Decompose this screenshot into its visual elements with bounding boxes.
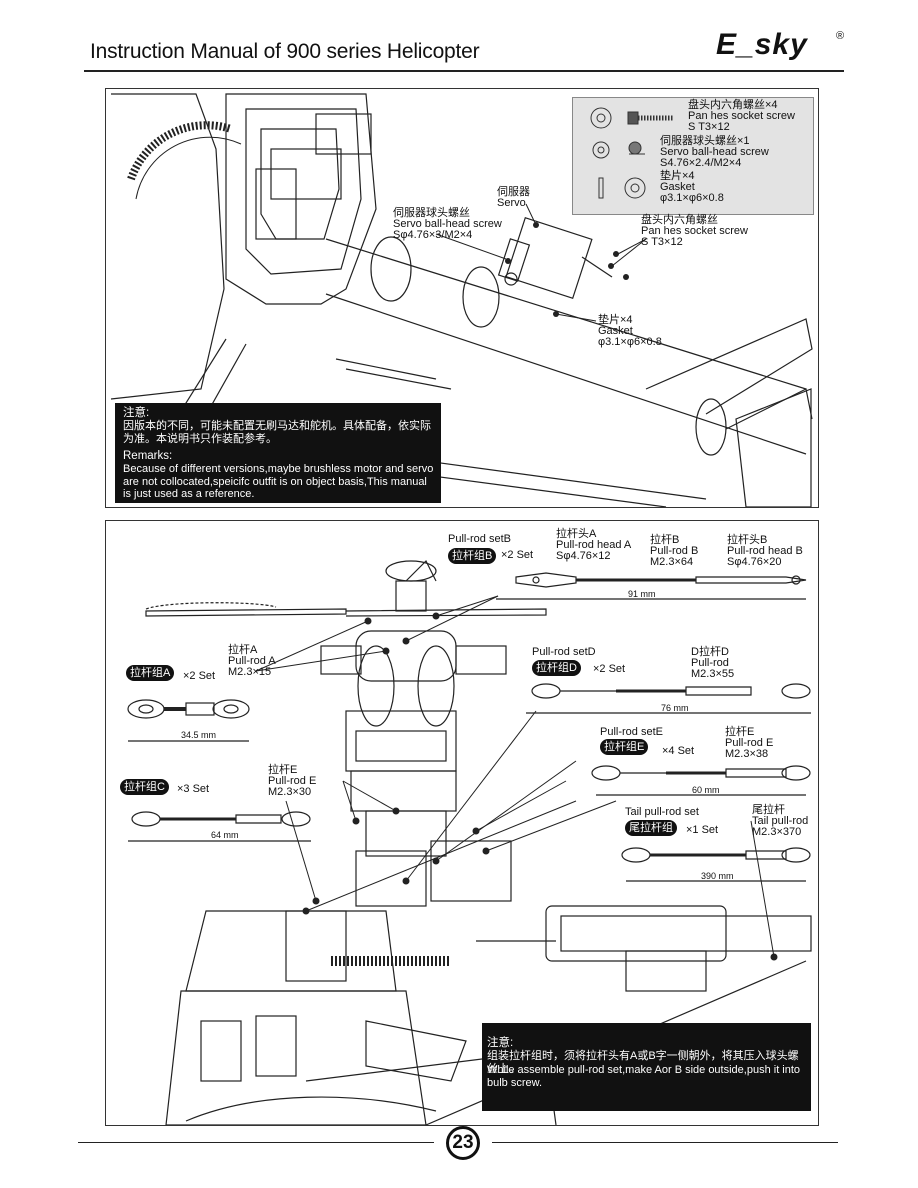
setd-title: Pull-rod setD: [532, 646, 596, 658]
remarks-body-cn: 因版本的不同，可能未配置无刷马达和舵机。具体配备，依实际为准。本说明书只作装配参…: [123, 420, 431, 445]
seta-pill: 拉杆组A: [126, 665, 175, 681]
legend-gasket-en: Gasket: [660, 181, 695, 193]
seta-rod-en: Pull-rod A: [228, 655, 276, 667]
setb-heada-cn: 拉杆头A: [556, 528, 597, 540]
tail-rod-size: M2.3×370: [752, 826, 802, 838]
manual-title: Instruction Manual of 900 series Helicop…: [90, 40, 480, 63]
assembly-note: 注意: 组装拉杆组时，须将拉杆头有A或B字一侧朝外，将其压入球头螺丝上。 Whi…: [482, 1023, 811, 1111]
setb-headb-cn: 拉杆头B: [727, 534, 768, 546]
callout-pan-en: Pan hes socket screw: [641, 225, 748, 237]
pull-rod-panel: Pull-rod setB 拉杆组B ×2 Set 拉杆头A Pull-rod …: [105, 520, 819, 1126]
setb-headb-en: Pull-rod head B: [727, 545, 803, 557]
legend-ballscrew-size: S4.76×2.4/M2×4: [660, 157, 742, 169]
callout-gasket-cn: 垫片×4: [598, 314, 633, 326]
setc-rod-size: M2.3×30: [268, 786, 312, 798]
footer-rule-right: [492, 1142, 838, 1143]
assembly-note-cn: 组装拉杆组时，须将拉杆头有A或B字一侧朝外，将其压入球头螺丝上。: [487, 1050, 799, 1075]
setb-heada-en: Pull-rod head A: [556, 539, 632, 551]
callout-ballscrew-en: Servo ball-head screw: [393, 218, 502, 230]
setb-rod-size: M2.3×64: [650, 556, 694, 568]
setb-rod-cn: 拉杆B: [650, 534, 680, 546]
tail-title: Tail pull-rod set: [625, 806, 699, 818]
tail-qty: ×1 Set: [686, 824, 719, 836]
setb-title: Pull-rod setB: [448, 533, 511, 545]
page-number: 23: [446, 1126, 480, 1160]
sete-rod-en: Pull-rod E: [725, 737, 774, 749]
setc-pill: 拉杆组C: [120, 779, 169, 795]
trademark-mark: ®: [836, 30, 845, 42]
callout-pan-size: S T3×12: [641, 236, 683, 248]
callout-pan-cn: 盘头内六角螺丝: [641, 214, 718, 226]
setb-heada-size: Sφ4.76×12: [556, 550, 611, 562]
tail-rod-cn: 尾拉杆: [752, 804, 785, 816]
tail-rod-en: Tail pull-rod: [752, 815, 809, 827]
setc-qty: ×3 Set: [177, 783, 210, 795]
seta-qty: ×2 Set: [183, 670, 216, 682]
tail-length: 390 mm: [701, 871, 734, 881]
remarks-note: 注意: 因版本的不同，可能未配置无刷马达和舵机。具体配备，依实际为准。本说明书只…: [115, 403, 441, 503]
legend-pan-size: S T3×12: [688, 121, 730, 133]
legend-ballscrew-en: Servo ball-head screw: [660, 146, 769, 158]
header-rule: [84, 70, 844, 72]
setd-rod-size: M2.3×55: [691, 668, 735, 680]
sete-rod-cn: 拉杆E: [725, 726, 755, 738]
setd-rod-en: Pull-rod: [691, 657, 729, 669]
remarks-title-en: Remarks:: [123, 450, 173, 462]
remarks-body-en: Because of different versions,maybe brus…: [123, 463, 434, 500]
footer-rule-left: [78, 1142, 434, 1143]
setb-pill: 拉杆组B: [448, 548, 497, 564]
setb-length: 91 mm: [628, 589, 656, 599]
callout-gasket-size: φ3.1×φ6×0.8: [598, 336, 662, 348]
setb-rod-en: Pull-rod B: [650, 545, 699, 557]
sete-pill: 拉杆组E: [600, 739, 649, 755]
servo-install-panel: 盘头内六角螺丝×4 Pan hes socket screw S T3×12 伺…: [105, 88, 819, 508]
legend-part-icons: [590, 107, 673, 199]
parts-legend: 盘头内六角螺丝×4 Pan hes socket screw S T3×12 伺…: [572, 97, 814, 215]
setc-rod-en: Pull-rod E: [268, 775, 317, 787]
setb-qty: ×2 Set: [501, 549, 534, 561]
legend-pan-en: Pan hes socket screw: [688, 110, 795, 122]
sete-rod-size: M2.3×38: [725, 748, 769, 760]
legend-ballscrew-cn: 伺服器球头螺丝×1: [660, 135, 750, 147]
setd-pill: 拉杆组D: [532, 660, 581, 676]
sete-title: Pull-rod setE: [600, 726, 663, 738]
setc-length: 64 mm: [211, 830, 239, 840]
seta-length: 34.5 mm: [181, 730, 217, 740]
callout-ballscrew-size: Sφ4.76×3/M2×4: [393, 229, 473, 241]
seta-rod-size: M2.3×15: [228, 666, 272, 678]
sete-length: 60 mm: [692, 785, 720, 795]
seta-rod-cn: 拉杆A: [228, 644, 258, 656]
legend-gasket-size: φ3.1×φ6×0.8: [660, 192, 724, 204]
callout-ballscrew-cn: 伺服器球头螺丝: [393, 207, 470, 219]
callout-servo-cn: 伺服器: [497, 186, 530, 198]
assembly-note-en: While assemble pull-rod set,make Aor B s…: [487, 1064, 801, 1089]
legend-gasket-cn: 垫片×4: [660, 170, 695, 182]
remarks-title-cn: 注意:: [123, 407, 150, 419]
tail-pill: 尾拉杆组: [625, 820, 677, 836]
legend-pan-cn: 盘头内六角螺丝×4: [688, 99, 778, 111]
esky-logo: E_sky: [716, 28, 808, 61]
setd-qty: ×2 Set: [593, 663, 626, 675]
setd-rod-cn: D拉杆D: [691, 646, 729, 658]
callout-servo-en: Servo: [497, 197, 526, 209]
setd-length: 76 mm: [661, 703, 689, 713]
sete-qty: ×4 Set: [662, 745, 695, 757]
setb-headb-size: Sφ4.76×20: [727, 556, 782, 568]
callout-gasket-en: Gasket: [598, 325, 633, 337]
setc-rod-cn: 拉杆E: [268, 764, 298, 776]
assembly-note-title: 注意:: [487, 1037, 514, 1049]
rotor-head-illustration: [127, 559, 812, 1125]
